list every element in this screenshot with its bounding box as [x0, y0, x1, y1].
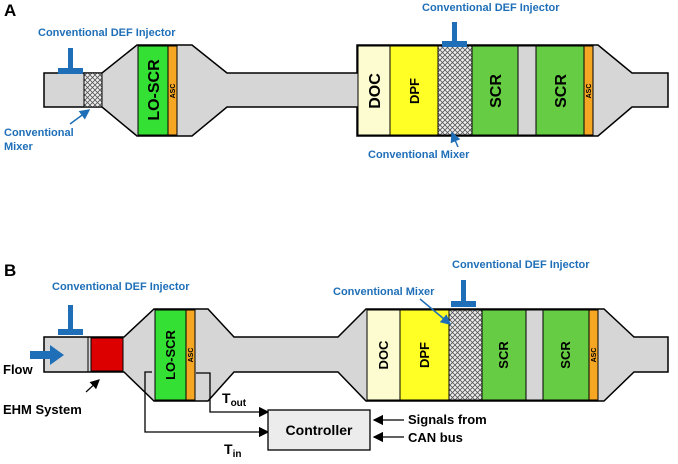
panel-b-scr2-label: SCR: [558, 341, 573, 369]
panel-a-dpf-block: [389, 45, 439, 136]
panel-a-right-injector-label: Conventional DEF Injector: [422, 2, 560, 14]
panel-a-asc2-label: ASC: [586, 84, 593, 99]
panel-a-gap: [517, 45, 537, 136]
panel-a-doc-block: [357, 45, 391, 136]
panel-a-asc2-block: [583, 45, 594, 136]
panel-a-scr1-block: [471, 45, 519, 136]
panel-b-asc2-block: [588, 309, 599, 401]
panel-a-right-mixer-label: Conventional Mixer: [368, 149, 470, 161]
panel-a-left-mixer-label-2: Mixer: [4, 141, 33, 153]
panel-b-right-mixer: [448, 309, 483, 401]
panel-b-right-mixer-arrow: [419, 298, 452, 325]
panel-b-asc1-label: ASC: [188, 348, 195, 363]
panel-b-doc-block: [366, 309, 401, 401]
panel-b-controller-box: [267, 409, 371, 451]
panel-b-ehm-block: [90, 337, 124, 372]
panel-b-signals-label-1: Signals from: [408, 412, 487, 427]
panel-b-tin-label: Tin: [224, 441, 241, 460]
panel-a-left-mixer-label-1: Conventional: [4, 127, 74, 139]
panel-b-dpf-label: DPF: [417, 342, 432, 368]
panel-b-lo-scr-label: LO-SCR: [163, 329, 178, 379]
panel-b-right-injector-icon: [451, 280, 476, 307]
panel-b-tin-line: [144, 371, 270, 438]
panel-a-scr2-label: SCR: [553, 74, 570, 108]
panel-a: A LO-SCR ASC DOC DPF SCR SCR ASC: [4, 1, 669, 161]
panel-b-flow-arrow-icon: [30, 345, 64, 365]
panel-b-signals-label-2: CAN bus: [408, 430, 463, 445]
panel-b: B LO-SCR ASC DOC DPF SCR SCR ASC: [3, 259, 669, 460]
panel-b-right-injector-label: Conventional DEF Injector: [452, 259, 590, 271]
panel-b-gap: [525, 309, 544, 401]
panel-b-flow-label: Flow: [3, 362, 33, 377]
panel-b-asc2-label: ASC: [591, 348, 598, 363]
panel-a-right-mixer: [437, 45, 473, 136]
panel-b-left-injector-icon: [58, 305, 83, 335]
panel-a-scr2-block: [535, 45, 585, 136]
panel-a-left-injector-icon: [58, 48, 83, 74]
panel-b-scr2-block: [542, 309, 590, 401]
panel-a-right-mixer-arrow: [450, 131, 461, 148]
panel-a-lo-scr-label: LO-SCR: [146, 59, 163, 121]
panel-a-asc1-block: [167, 45, 178, 136]
panel-a-doc-label: DOC: [367, 73, 384, 109]
panel-a-letter: A: [4, 1, 16, 20]
panel-b-ehm-arrow: [85, 379, 100, 393]
panel-b-ehm-label: EHM System: [3, 402, 82, 417]
panel-b-left-injector-label: Conventional DEF Injector: [52, 281, 190, 293]
panel-b-lo-scr-block: [154, 309, 187, 401]
panel-a-left-mixer: [83, 72, 103, 108]
panel-a-left-injector-label: Conventional DEF Injector: [38, 27, 176, 39]
panel-b-letter: B: [4, 261, 16, 280]
panel-a-asc1-label: ASC: [170, 84, 177, 99]
panel-b-right-mixer-label: Conventional Mixer: [333, 286, 435, 298]
panel-b-dpf-block: [399, 309, 450, 401]
panel-b-asc1-block: [185, 309, 196, 401]
panel-b-doc-label: DOC: [376, 340, 391, 370]
panel-b-tout-label: Tout: [222, 390, 247, 409]
panel-a-right-injector-icon: [442, 22, 467, 47]
panel-a-dpf-label: DPF: [407, 78, 422, 104]
panel-a-scr1-label: SCR: [488, 74, 505, 108]
panel-b-controller-label: Controller: [286, 422, 353, 438]
panel-b-scr1-label: SCR: [496, 341, 511, 369]
panel-a-left-mixer-arrow: [69, 109, 91, 125]
panel-b-tout-line: [196, 372, 270, 418]
